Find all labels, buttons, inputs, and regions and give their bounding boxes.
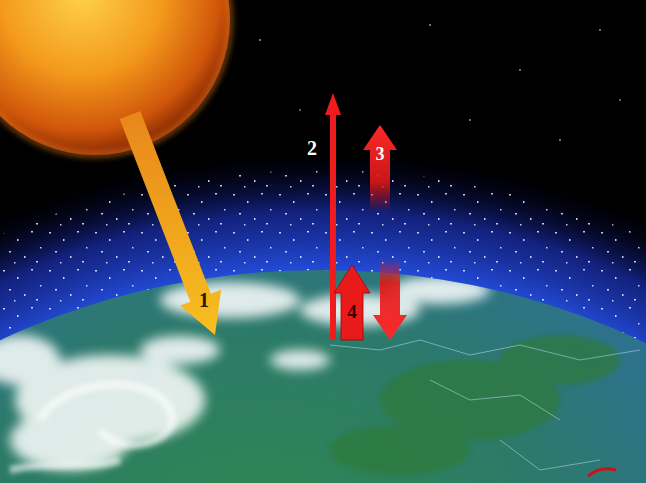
- watermark-swoosh: [588, 469, 616, 476]
- incoming-solar-arrow: [120, 111, 221, 335]
- emitted-radiation-arrow: [363, 125, 397, 212]
- surface-radiation-arrow: [334, 265, 370, 340]
- callout-number: 2: [307, 138, 317, 158]
- sun: [0, 0, 230, 155]
- sun-corona: [0, 0, 230, 155]
- earth: [0, 270, 646, 483]
- outgoing-radiation-arrow: [325, 93, 341, 340]
- back-radiation-arrow: [373, 258, 407, 340]
- callout-number: 4: [347, 302, 357, 321]
- sparse-stars: [259, 24, 621, 141]
- callout-number: 3: [376, 145, 385, 163]
- atmosphere-glow: [0, 150, 646, 483]
- callout-number: 1: [199, 290, 209, 310]
